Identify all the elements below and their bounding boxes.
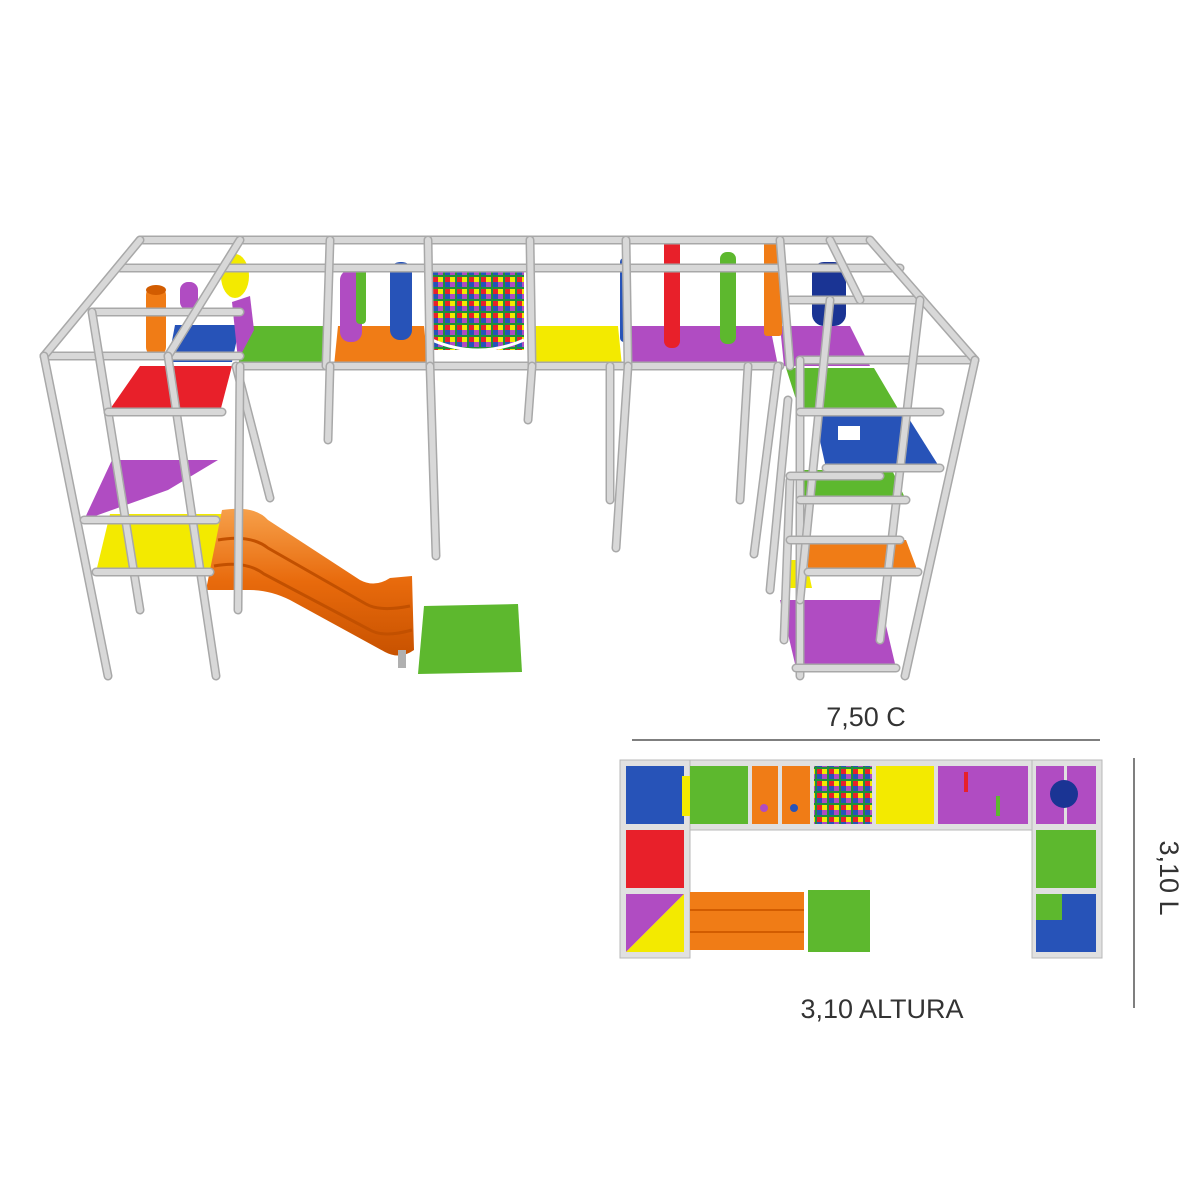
punching-bag-navy [812, 262, 846, 326]
punching-bag-orange [146, 286, 166, 356]
plan-cell-yellow [876, 766, 934, 824]
plan-purple-red-post [964, 772, 968, 792]
frame-tube [777, 237, 793, 369]
floor-plan [619, 759, 1103, 959]
landing-mat-green [418, 604, 522, 674]
structure-3d-view [39, 235, 980, 681]
climbing-net-bottom [431, 338, 525, 352]
plan-mat-green [808, 890, 870, 952]
punching-bag-green-thin [356, 264, 366, 324]
plan-cell-purple [938, 766, 1028, 824]
plan-cell-green-1 [690, 766, 748, 824]
platform-purple-left [84, 460, 218, 520]
width-label: 3,10 L [1154, 840, 1184, 915]
tube-frame [39, 235, 980, 681]
frame-tube [325, 363, 333, 443]
plan-slide [690, 892, 804, 950]
frame-tube [425, 237, 433, 369]
frame-tube [613, 363, 631, 551]
frame-tube [767, 397, 791, 593]
platform-green-1 [238, 326, 330, 366]
platform-purple-right [780, 600, 896, 668]
frame-tube [427, 363, 439, 559]
frame-tube [41, 353, 111, 679]
plan-cell-red [626, 830, 684, 888]
plan-cell-green-notch [1036, 894, 1062, 920]
plan-navy-bag [1050, 780, 1078, 808]
plan-purple-green-post [996, 796, 1000, 816]
post-green [720, 252, 736, 344]
length-dimension: 7,50 C [632, 702, 1100, 741]
length-label: 7,50 C [826, 702, 906, 732]
plan-orange-divider [778, 766, 782, 824]
punching-bag-orange-top [146, 285, 166, 295]
frame-tube [527, 237, 535, 369]
frame-tube [827, 237, 863, 303]
plan-orange-dot-2 [790, 804, 798, 812]
frame-tube [525, 363, 535, 423]
frame-tube [797, 297, 833, 603]
plan-orange-dot-1 [760, 804, 768, 812]
frame-tube [323, 237, 333, 369]
frame-tube [781, 477, 793, 643]
platform-blue-notch [838, 426, 860, 440]
platform-yellow-1 [532, 326, 622, 366]
frame-tube [165, 237, 243, 359]
frame-tube [737, 363, 751, 503]
frame-tube [751, 363, 781, 557]
frame-tube [902, 357, 978, 679]
frame-tube [235, 363, 243, 613]
height-label: 3,10 ALTURA [800, 994, 963, 1024]
plan-cell-yellow-triangle [626, 894, 684, 952]
punching-bag-purple-small [180, 282, 198, 310]
plan-cell-net [814, 766, 872, 824]
plan-cell-blue [626, 766, 684, 824]
platform-green-right-top [786, 368, 900, 412]
slide-foot [398, 650, 406, 668]
slide-body [206, 508, 414, 656]
width-dimension: 3,10 L [1133, 758, 1184, 1008]
frame-tube [41, 237, 143, 359]
punching-bag-blue [390, 262, 412, 340]
plan-cell-green-right [1036, 830, 1096, 888]
frame-tube [89, 309, 143, 613]
plan-cell-yellow-strip [682, 776, 690, 816]
platform-blue-right [814, 414, 940, 468]
frame-tube [623, 237, 631, 369]
platform-purple-1 [630, 326, 778, 366]
post-red [664, 238, 680, 348]
slide-groove-2 [213, 562, 413, 636]
climbing-net [432, 270, 524, 350]
platform-orange-right [808, 540, 918, 572]
